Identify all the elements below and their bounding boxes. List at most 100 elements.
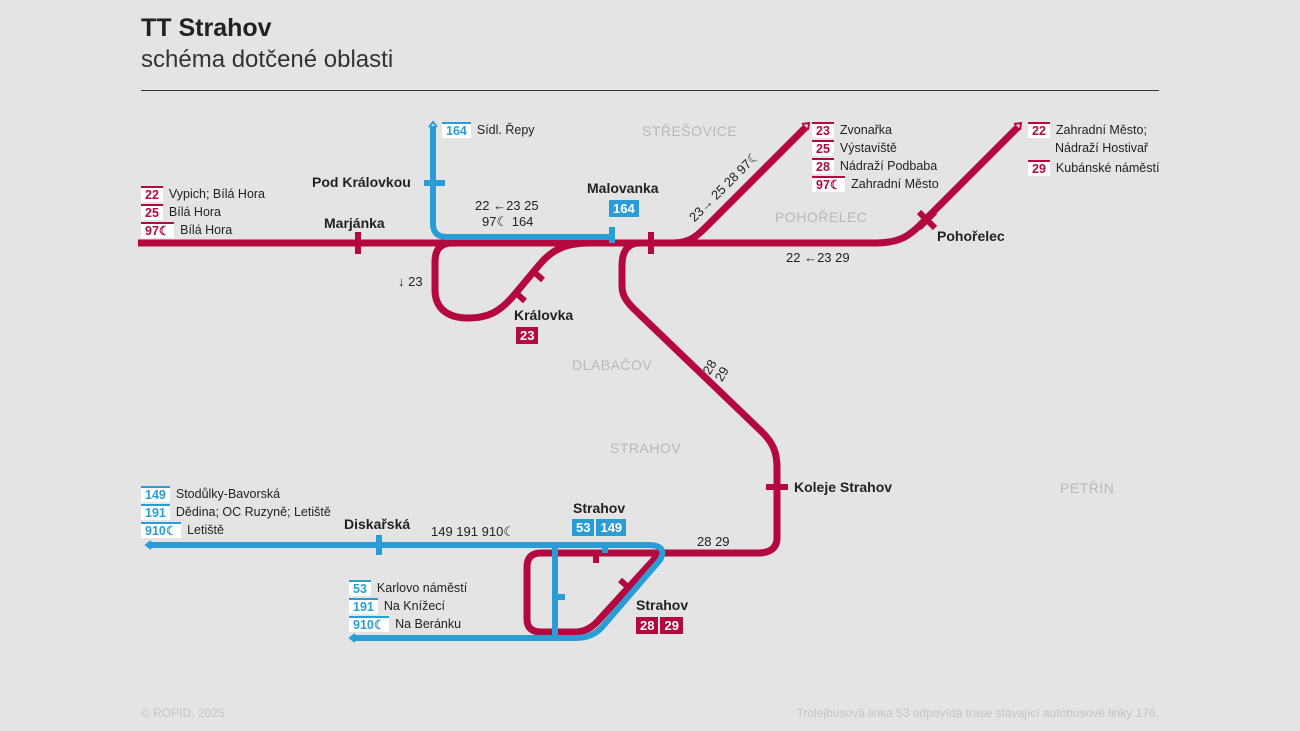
line-badge: 149 xyxy=(596,519,627,536)
line-badge: 28 xyxy=(636,617,659,634)
district-label: STRAHOV xyxy=(610,440,682,456)
legend-item: 191 Na Knížecí xyxy=(349,597,467,615)
arrow-icon xyxy=(348,633,356,643)
destination: Bílá Hora xyxy=(180,223,233,237)
stop-marker-kralovka xyxy=(514,290,527,304)
legend-item: 28 Nádraží Podbaba xyxy=(812,157,939,175)
arrow-icon xyxy=(428,120,438,128)
segment-lines: 149 191 910☾ xyxy=(431,524,515,539)
destination: Bílá Hora xyxy=(168,205,222,219)
legend-east: 22 Zahradní Město; Nádraží Hostivař 29 Kub… xyxy=(1028,121,1159,177)
line-badge: 164 xyxy=(609,200,639,217)
line-number: 910☾ xyxy=(141,522,182,538)
legend-item: 910☾ Na Beránku xyxy=(349,615,467,633)
destination: Karlovo náměstí xyxy=(376,581,468,595)
legend-item: 910☾ Letiště xyxy=(141,521,331,539)
legend-bus-south: 53 Karlovo náměstí 191 Na Knížecí 910☾ Na B… xyxy=(349,579,467,633)
line-number: 149 xyxy=(141,486,170,502)
legend-item-cont: Nádraží Hostivař xyxy=(1028,139,1159,157)
line-number: 53 xyxy=(349,580,371,596)
legend-item: 149 Stodůlky-Bavorská xyxy=(141,485,331,503)
legend-item: 25 Bílá Hora xyxy=(141,203,265,221)
legend-repy: 164 Sídl. Řepy xyxy=(442,121,535,139)
stop-diskarska: Diskařská xyxy=(344,516,411,532)
stop-pohorelec: Pohořelec xyxy=(937,228,1005,244)
legend-item: 164 Sídl. Řepy xyxy=(442,121,535,139)
district-label: POHOŘELEC xyxy=(775,209,868,225)
line-number: 164 xyxy=(442,122,471,138)
line-number: 25 xyxy=(812,140,834,156)
line-number: 97☾ xyxy=(141,222,175,238)
stop-pod-kralovkou: Pod Královkou xyxy=(312,174,411,190)
destination: Nádraží Podbaba xyxy=(839,159,938,173)
legend-item: 25 Výstaviště xyxy=(812,139,939,157)
destination: Nádraží Hostivař xyxy=(1055,141,1149,155)
legend-item: 22 Zahradní Město; xyxy=(1028,121,1159,139)
stop-marker-pohorelec xyxy=(916,209,938,231)
line-number: 25 xyxy=(141,204,163,220)
district-label: STŘEŠOVICE xyxy=(642,123,738,139)
line-number: 22 xyxy=(1028,122,1050,138)
stop-marjanka: Marjánka xyxy=(324,215,385,231)
arrow-icon xyxy=(1013,121,1023,131)
copyright: © ROPID, 2025 xyxy=(141,706,225,720)
legend-zvonarka: 23 Zvonařka 25 Výstaviště 28 Nádraží Podbab… xyxy=(812,121,939,193)
arrow-icon xyxy=(801,121,811,131)
line-number: 910☾ xyxy=(349,616,390,632)
destination: Zvonařka xyxy=(839,123,893,137)
line-number: 22 xyxy=(141,186,163,202)
stop-strahov-tram: Strahov xyxy=(636,597,689,613)
destination: Sídl. Řepy xyxy=(476,123,535,137)
tram-line-strahov xyxy=(618,239,781,557)
legend-item: 53 Karlovo náměstí xyxy=(349,579,467,597)
line-number: 191 xyxy=(349,598,378,614)
stop-marker-kralovka xyxy=(532,269,545,283)
line-badge: 53 xyxy=(572,519,595,536)
legend-item: 97☾ Bílá Hora xyxy=(141,221,265,239)
destination: Zahradní Město xyxy=(851,177,939,191)
arrow-icon xyxy=(144,540,152,550)
legend-item: 29 Kubánské náměstí xyxy=(1028,159,1159,177)
legend-item: 97☾ Zahradní Město xyxy=(812,175,939,193)
badges-malovanka: 164 xyxy=(609,200,641,218)
destination: Dědina; OC Ruzyně; Letiště xyxy=(175,505,331,519)
destination: Na Beránku xyxy=(395,617,462,631)
line-number: 23 xyxy=(812,122,834,138)
bus-line-west xyxy=(148,542,666,641)
line-badge: 29 xyxy=(660,617,683,634)
destination: Stodůlky-Bavorská xyxy=(175,487,281,501)
tram-line-kralovka-loop xyxy=(431,239,591,322)
legend-item: 23 Zvonařka xyxy=(812,121,939,139)
page-title: TT Strahov xyxy=(141,14,272,42)
stop-malovanka: Malovanka xyxy=(587,180,659,196)
line-number: 97☾ xyxy=(812,176,846,192)
bus-line-164 xyxy=(430,126,612,240)
stop-kralovka: Královka xyxy=(514,307,574,323)
footnote: Trolejbusová linka 53 odpovídá trase stá… xyxy=(796,706,1159,720)
line-badge: 23 xyxy=(516,327,539,344)
segment-lines: 28 29 xyxy=(697,534,730,549)
stop-koleje-strahov: Koleje Strahov xyxy=(794,479,893,495)
destination: Zahradní Město; xyxy=(1055,123,1147,137)
divider xyxy=(141,90,1159,91)
badges-kralovka: 23 xyxy=(516,327,540,345)
tram-loop-strahov xyxy=(523,549,663,636)
destination: Kubánské náměstí xyxy=(1055,161,1160,175)
page-subtitle: schéma dotčené oblasti xyxy=(141,46,394,73)
district-label: PETŘÍN xyxy=(1060,480,1115,496)
destination: Vypich; Bílá Hora xyxy=(168,187,266,201)
line-number: 29 xyxy=(1028,160,1050,176)
line-number: 28 xyxy=(812,158,834,174)
destination: Letiště xyxy=(187,523,224,537)
tram-line-north-branch xyxy=(650,124,809,247)
legend-item: 22 Vypich; Bílá Hora xyxy=(141,185,265,203)
destination: Na Knížecí xyxy=(383,599,445,613)
segment-lines: ↓ 23 xyxy=(398,274,423,289)
destination: Výstaviště xyxy=(839,141,897,155)
